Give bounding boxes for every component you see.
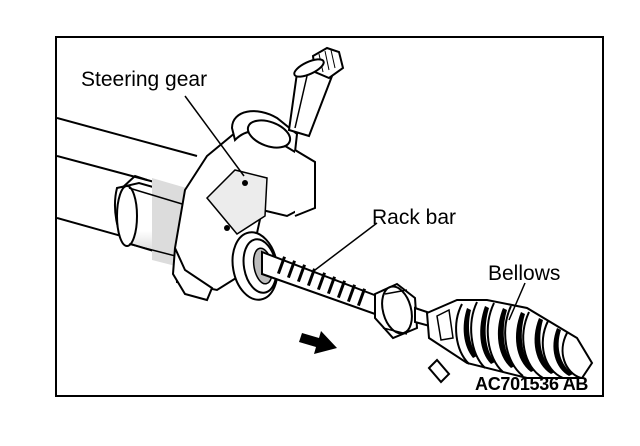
inner-ball-joint [374,282,441,340]
figure-frame: Steering gear Rack bar Bellows AC701536 … [55,36,604,397]
rack-bar [261,250,379,316]
steering-rack-illustration [57,46,594,384]
steering-gear-housing [171,110,316,302]
leader-lines [184,95,526,321]
arrow-right-down-icon [299,331,337,354]
label-bellows: Bellows [488,262,561,285]
label-rack-bar: Rack bar [372,206,457,229]
label-steering-gear: Steering gear [81,68,208,91]
leader-bellows [508,282,526,321]
bellows-boot [425,299,594,384]
leader-rack-bar [314,222,378,271]
figure-code: AC701536 AB [475,374,589,394]
pinion-shaft [287,46,345,138]
rack-seal-collar [231,231,279,301]
leader-steering-gear [184,95,245,177]
